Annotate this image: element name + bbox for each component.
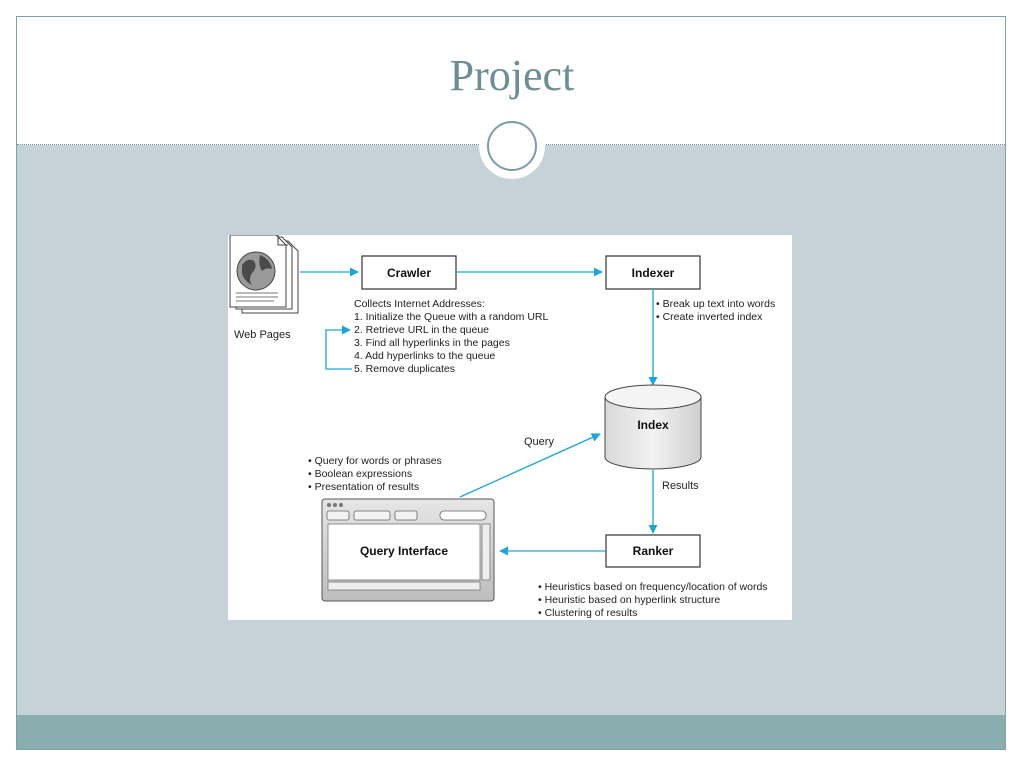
query-note-line: • Boolean expressions — [308, 468, 412, 480]
indexer-label: Indexer — [632, 266, 675, 280]
crawler-note-line: 5. Remove duplicates — [354, 363, 455, 375]
ranker-label: Ranker — [633, 544, 674, 558]
indexer-note-line: • Create inverted index — [656, 311, 763, 323]
crawler-notes: Collects Internet Addresses: 1. Initiali… — [354, 298, 549, 375]
web-pages-icon — [229, 234, 299, 314]
query-note-line: • Presentation of results — [308, 481, 419, 493]
query-note-line: • Query for words or phrases — [308, 455, 442, 467]
crawler-note-line: 1. Initialize the Queue with a random UR… — [354, 311, 549, 323]
indexer-note-line: • Break up text into words — [656, 298, 775, 310]
query-edge-label: Query — [524, 436, 554, 448]
window-search-field — [439, 510, 487, 521]
web-pages-label: Web Pages — [234, 329, 291, 341]
footer-band — [17, 715, 1005, 749]
indexer-box — [605, 255, 701, 290]
crawler-loop-arrow — [325, 325, 352, 370]
query-interface-label: Query Interface — [360, 544, 448, 558]
divider-ornament-ring — [487, 121, 537, 171]
query-interface-window — [321, 498, 495, 602]
crawler-note-line: 4. Add hyperlinks to the queue — [354, 350, 495, 362]
slide-title: Project — [449, 51, 575, 100]
ranker-note-line: • Heuristic based on hyperlink structure — [538, 594, 720, 606]
crawler-note-line: 2. Retrieve URL in the queue — [354, 324, 489, 336]
window-horizontal-scrollbar — [327, 581, 481, 591]
results-edge-label: Results — [662, 480, 699, 492]
search-engine-diagram: Web Pages Crawler Indexer Collects Inter… — [229, 234, 775, 619]
query-to-index-arrow — [459, 433, 601, 498]
indexer-notes: • Break up text into words • Create inve… — [656, 298, 775, 323]
crawler-note-line: Collects Internet Addresses: — [354, 298, 485, 310]
index-label: Index — [637, 418, 669, 432]
ranker-note-line: • Clustering of results — [538, 607, 637, 619]
window-vertical-scrollbar — [481, 523, 491, 581]
index-cylinder — [604, 384, 702, 470]
crawler-label: Crawler — [387, 266, 431, 280]
diagram-panel: Web Pages Crawler Indexer Collects Inter… — [228, 234, 792, 620]
ranker-note-line: • Heuristics based on frequency/location… — [538, 581, 768, 593]
query-notes: • Query for words or phrases • Boolean e… — [308, 455, 442, 493]
crawler-note-line: 3. Find all hyperlinks in the pages — [354, 337, 510, 349]
ranker-notes: • Heuristics based on frequency/location… — [538, 581, 768, 619]
